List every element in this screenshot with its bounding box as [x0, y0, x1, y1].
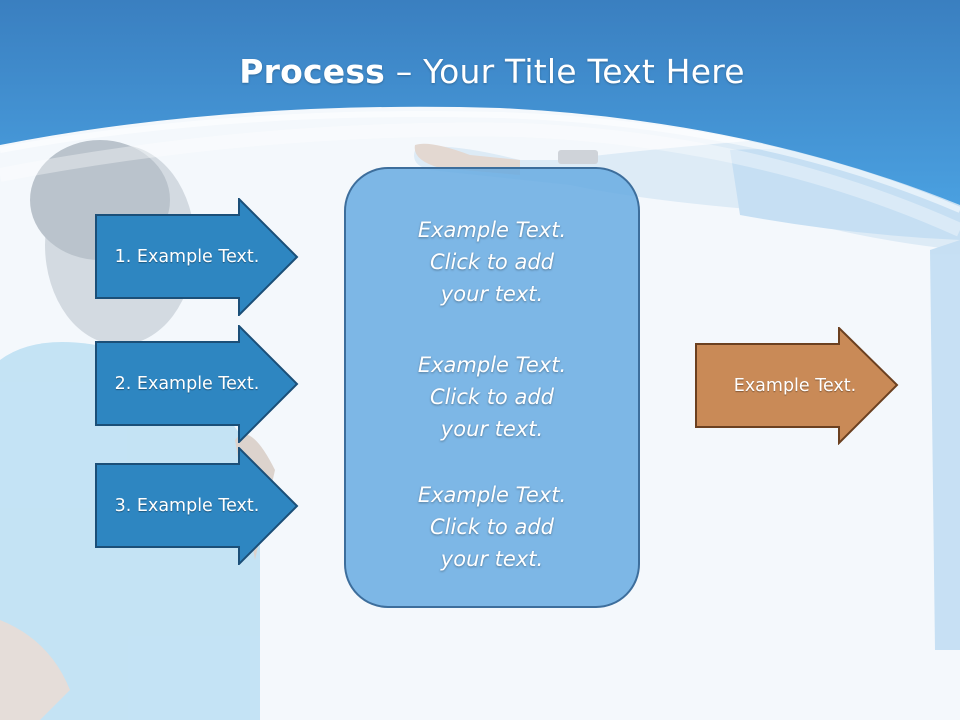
block-line: Example Text. [417, 218, 567, 242]
block-line: Click to add [429, 250, 554, 274]
block-line: Example Text. [417, 483, 567, 507]
result-arrow[interactable]: Example Text. [695, 327, 900, 445]
step-arrow-2[interactable]: 2. Example Text. [95, 325, 300, 443]
block-line: your text. [440, 282, 544, 306]
arrow-shape [95, 447, 299, 565]
step-arrow-1-label: 1. Example Text. [114, 247, 260, 267]
center-text-box[interactable]: Example Text. Click to add your text. Ex… [344, 167, 640, 608]
arrow-shape [95, 325, 299, 443]
title-bold: Process [239, 52, 386, 91]
block-line: your text. [440, 417, 544, 441]
center-text-block-1: Example Text. Click to add your text. [346, 214, 638, 310]
step-arrow-2-label: 2. Example Text. [114, 374, 260, 394]
block-line: Click to add [429, 515, 554, 539]
arrow-shape [695, 327, 899, 445]
title-rest: – Your Title Text Here [385, 52, 745, 91]
center-text-block-2: Example Text. Click to add your text. [346, 349, 638, 445]
arrow-shape [95, 198, 299, 316]
block-line: Click to add [429, 385, 554, 409]
step-arrow-3[interactable]: 3. Example Text. [95, 447, 300, 565]
step-arrow-1[interactable]: 1. Example Text. [95, 198, 300, 316]
slide-title: Process – Your Title Text Here [0, 52, 960, 91]
block-line: your text. [440, 547, 544, 571]
result-arrow-label: Example Text. [733, 376, 857, 396]
block-line: Example Text. [417, 353, 567, 377]
center-text-block-3: Example Text. Click to add your text. [346, 479, 638, 575]
step-arrow-3-label: 3. Example Text. [114, 496, 260, 516]
